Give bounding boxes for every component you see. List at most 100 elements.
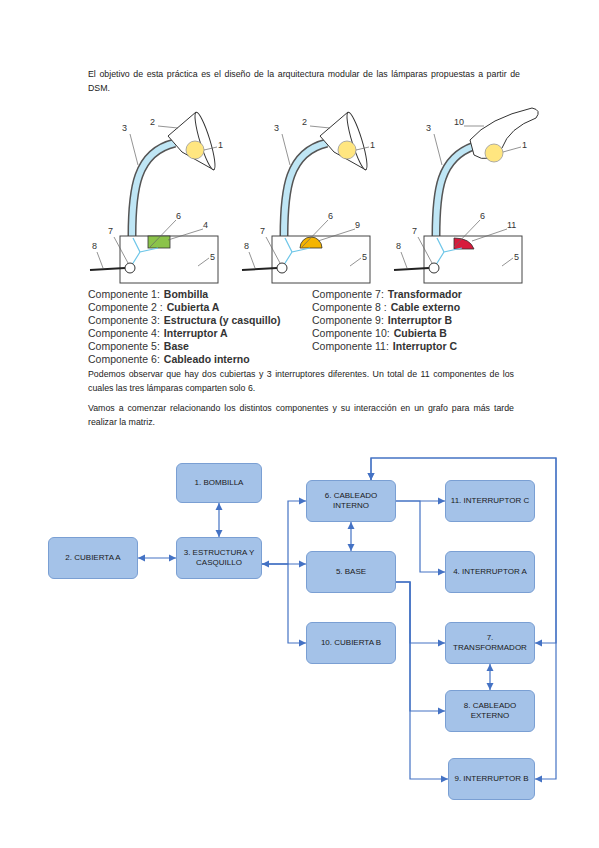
callout-number: 3 xyxy=(274,123,279,134)
text-block: 3. ESTRUCTURA Y CASQUILLO xyxy=(181,548,257,568)
box-label: 1. BOMBILLA xyxy=(195,478,244,488)
process-box: 4. INTERRUPTOR A xyxy=(445,551,535,593)
callout-number: 9 xyxy=(355,220,360,231)
component-name: Transformador xyxy=(388,288,462,300)
callout-number: 8 xyxy=(396,241,401,252)
connector-arrow xyxy=(489,664,490,690)
callout-number: 8 xyxy=(92,241,97,252)
component-entry: Componente 10:Cubierta B xyxy=(312,327,447,339)
connector-arrow xyxy=(396,501,445,572)
lamp-figure xyxy=(242,111,371,283)
process-box: 1. BOMBILLA xyxy=(176,463,262,503)
component-entry: Componente 6: Cableado interno xyxy=(88,353,250,365)
callout-number: 2 xyxy=(302,117,307,128)
process-box: 9. INTERRUPTOR B xyxy=(448,758,535,800)
component-entry: Componente 3: Estructura (y casquillo) xyxy=(88,314,281,326)
callout-number: 5 xyxy=(210,252,215,263)
text-block: 11. INTERRUPTOR C xyxy=(451,496,529,506)
connector-arrow xyxy=(396,582,445,643)
callout-number: 3 xyxy=(426,123,431,134)
text-block: 2. CUBIERTA A xyxy=(65,553,120,563)
callout-number: 1 xyxy=(522,140,527,151)
callout-number: 7 xyxy=(108,226,113,237)
connector-arrow xyxy=(262,501,306,564)
box-label: 10. CUBIERTA B xyxy=(321,638,381,648)
text-block: 5. BASE xyxy=(336,567,366,577)
connector-arrow xyxy=(371,458,556,643)
component-entry: Componente 4: Interruptor A xyxy=(88,327,228,339)
callout-number: 3 xyxy=(122,123,127,134)
connector-arrow xyxy=(396,582,448,779)
box-label: 7. TRANSFORMADOR xyxy=(450,633,530,653)
component-name: Interruptor C xyxy=(393,340,457,352)
box-label: 9. INTERRUPTOR B xyxy=(454,774,528,784)
component-name: Cableado interno xyxy=(164,353,250,365)
component-name: Interruptor A xyxy=(164,327,228,339)
process-box: 5. BASE xyxy=(306,551,396,593)
callout-number: 4 xyxy=(203,220,208,231)
box-label: 6. CABLEADO INTERNO xyxy=(311,491,391,511)
text-block: 4. INTERRUPTOR A xyxy=(453,567,527,577)
component-number: Componente 2 : xyxy=(88,301,163,313)
component-entry: Componente 2 : Cubierta A xyxy=(88,301,219,313)
component-entry: Componente 1: Bombilla xyxy=(88,288,208,300)
component-number: Componente 9: xyxy=(312,314,384,326)
callout-number: 11 xyxy=(507,220,516,231)
component-name: Bombilla xyxy=(164,288,208,300)
box-label: 3. ESTRUCTURA Y CASQUILLO xyxy=(181,548,257,568)
text-block: 7. TRANSFORMADOR xyxy=(450,633,530,653)
component-name: Estructura (y casquillo) xyxy=(164,314,281,326)
box-label: 4. INTERRUPTOR A xyxy=(453,567,527,577)
box-label: 5. BASE xyxy=(336,567,366,577)
callout-number: 6 xyxy=(328,211,333,222)
component-name: Cable externo xyxy=(391,301,460,313)
callout-number: 1 xyxy=(218,140,223,151)
callout-number: 7 xyxy=(412,226,417,237)
component-entry: Componente 7:Transformador xyxy=(312,288,462,300)
process-box: 2. CUBIERTA A xyxy=(48,537,138,579)
callout-number: 6 xyxy=(480,211,485,222)
process-box: 6. CABLEADO INTERNO xyxy=(306,480,396,522)
component-number: Componente 6: xyxy=(88,353,160,365)
component-name: Cubierta A xyxy=(167,301,220,313)
component-number: Componente 8 : xyxy=(312,301,387,313)
component-number: Componente 10: xyxy=(312,327,390,339)
component-number: Componente 3: xyxy=(88,314,160,326)
callout-number: 8 xyxy=(244,241,249,252)
text-block: 10. CUBIERTA B xyxy=(321,638,381,648)
component-entry: Componente 8 : Cable externo xyxy=(312,301,460,313)
box-label: 2. CUBIERTA A xyxy=(65,553,120,563)
text-block: 8. CABLEADO EXTERNO xyxy=(450,701,530,721)
component-entry: Componente 5: Base xyxy=(88,340,189,352)
callout-number: 6 xyxy=(176,211,181,222)
process-box: 11. INTERRUPTOR C xyxy=(445,480,535,522)
component-name: Interruptor B xyxy=(388,314,452,326)
component-number: Componente 1: xyxy=(88,288,160,300)
connector-arrow xyxy=(218,503,219,537)
component-number: Componente 11: xyxy=(312,340,389,352)
component-number: Componente 5: xyxy=(88,340,160,352)
process-box: 10. CUBIERTA B xyxy=(306,622,396,664)
callout-number: 1 xyxy=(370,140,375,151)
connector-arrow xyxy=(262,564,306,643)
connector-arrow xyxy=(350,522,351,551)
connector-arrow xyxy=(371,458,556,779)
connector-arrow xyxy=(138,557,176,558)
paragraph: El objetivo de esta práctica es el diseñ… xyxy=(88,68,520,95)
lamp-figure xyxy=(90,111,219,283)
callout-number: 2 xyxy=(150,117,155,128)
text-block: 9. INTERRUPTOR B xyxy=(454,774,528,784)
connector-arrow xyxy=(396,582,445,711)
component-number: Componente 4: xyxy=(88,327,160,339)
callout-number: 5 xyxy=(514,252,519,263)
box-label: 11. INTERRUPTOR C xyxy=(451,496,529,506)
paragraph: Vamos a comenzar relacionando los distin… xyxy=(88,402,514,429)
lamp-figure xyxy=(394,108,538,283)
text-block: 1. BOMBILLA xyxy=(195,478,244,488)
callout-number: 5 xyxy=(362,252,367,263)
component-name: Base xyxy=(164,340,189,352)
component-entry: Componente 11: Interruptor C xyxy=(312,340,457,352)
callout-number: 10 xyxy=(454,117,464,128)
text-block: 6. CABLEADO INTERNO xyxy=(311,491,391,511)
